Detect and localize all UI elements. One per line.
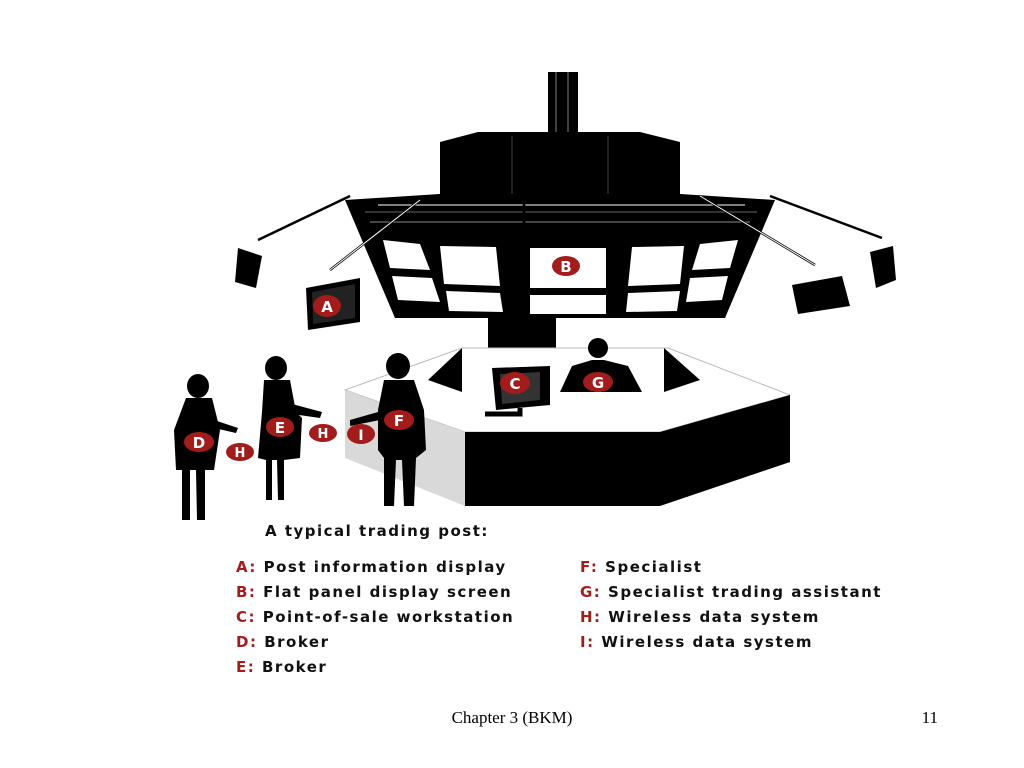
flat-panel-screens	[383, 240, 738, 314]
legend-item-i: I: Wireless data system	[580, 633, 813, 651]
legend-item-e: E: Broker	[236, 658, 328, 676]
svg-text:H: H	[318, 427, 329, 442]
page-number: 11	[921, 708, 938, 727]
diagram-caption: A typical trading post:	[265, 522, 489, 540]
specialist-f-silhouette	[350, 353, 426, 506]
marker-g: G	[583, 372, 613, 392]
marker-e: E	[266, 417, 294, 437]
svg-text:D: D	[193, 434, 205, 452]
marker-c: C	[500, 372, 530, 394]
svg-text:E: E	[275, 419, 285, 437]
legend-item-c: C: Point-of-sale workstation	[236, 608, 515, 626]
marker-h-right: H	[309, 424, 337, 442]
svg-text:C: C	[509, 375, 520, 393]
marker-h-left: H	[226, 443, 254, 461]
broker-d-silhouette	[174, 374, 238, 520]
svg-text:G: G	[592, 374, 604, 392]
marker-i: I	[347, 424, 375, 444]
hanging-display-right	[792, 276, 850, 314]
legend-item-d: D: Broker	[236, 633, 330, 651]
marker-a: A	[313, 295, 341, 317]
counter-front	[465, 432, 660, 506]
legend-right: F: Specialist G: Specialist trading assi…	[580, 555, 882, 655]
upper-housing	[440, 132, 680, 196]
slide-footer: Chapter 3 (BKM)	[451, 708, 573, 727]
marker-f: F	[384, 410, 414, 430]
central-pole	[548, 72, 578, 134]
hanging-display-far-right	[870, 246, 896, 288]
legend-item-b: B: Flat panel display screen	[236, 583, 513, 601]
svg-text:I: I	[358, 428, 363, 444]
marker-d: D	[184, 432, 214, 452]
hanging-display-far-left	[235, 248, 262, 288]
svg-text:A: A	[321, 298, 333, 316]
svg-text:H: H	[235, 446, 246, 461]
legend-item-g: G: Specialist trading assistant	[580, 583, 882, 601]
svg-text:F: F	[394, 412, 404, 430]
center-hanging-monitor	[488, 318, 556, 352]
marker-b: B	[552, 256, 580, 276]
legend-left: A: Post information display B: Flat pane…	[236, 555, 514, 680]
broker-e-silhouette	[258, 356, 322, 500]
svg-text:B: B	[560, 258, 571, 276]
legend-item-h: H: Wireless data system	[580, 608, 820, 626]
legend-item-a: A: Post information display	[236, 558, 507, 576]
legend-item-f: F: Specialist	[580, 558, 703, 576]
